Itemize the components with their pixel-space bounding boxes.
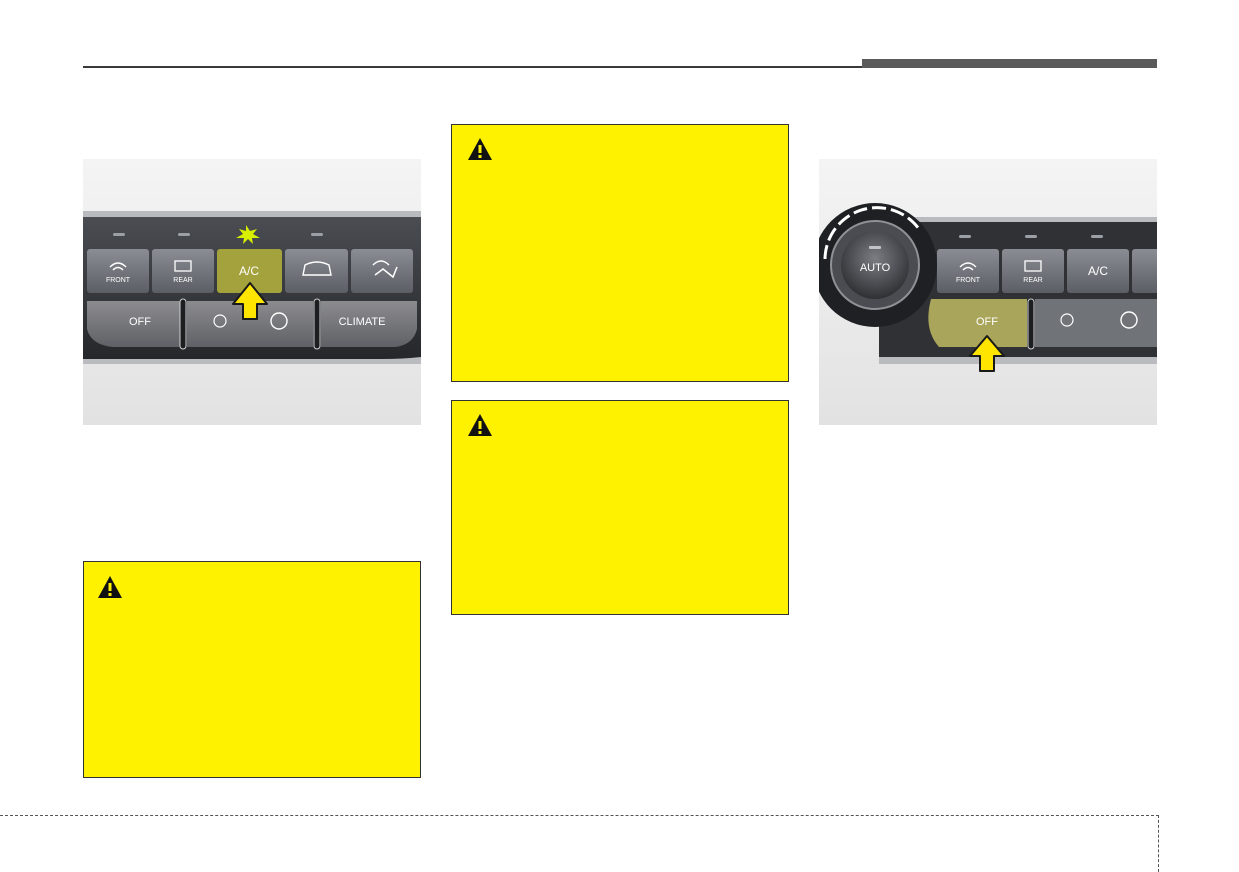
rear-label: REAR — [1023, 277, 1042, 284]
rear-defrost-icon — [1024, 260, 1042, 272]
indicator-light — [311, 233, 323, 236]
warning-box — [451, 400, 789, 615]
auto-label: AUTO — [860, 262, 891, 274]
ac-button-illustration: FRONT REAR A/C OFF CLIMATE — [83, 159, 421, 425]
recirculation-button[interactable] — [285, 249, 348, 293]
indicator-light — [959, 235, 971, 238]
indicator-light — [1091, 235, 1103, 238]
recirculation-button[interactable] — [1132, 249, 1157, 293]
climate-panel-ac-image: FRONT REAR A/C OFF CLIMATE — [83, 159, 421, 425]
front-defrost-icon — [109, 262, 127, 271]
off-button[interactable] — [928, 299, 1027, 347]
fan-high-icon — [1120, 311, 1138, 329]
fan-low-icon — [213, 314, 227, 328]
indicator-light — [178, 233, 190, 236]
ac-button[interactable] — [217, 249, 282, 293]
climate-label: CLIMATE — [339, 316, 386, 328]
front-defrost-button[interactable] — [87, 249, 149, 293]
off-button[interactable] — [87, 301, 181, 347]
footer-page-divider — [1158, 815, 1159, 872]
off-label: OFF — [129, 316, 151, 328]
off-label: OFF — [976, 316, 998, 328]
indicator-light — [1025, 235, 1037, 238]
rear-defrost-icon — [174, 260, 192, 272]
pointer-arrow-icon — [969, 335, 1005, 372]
fan-speed-control[interactable] — [1035, 299, 1157, 347]
front-defrost-icon — [959, 262, 977, 271]
off-button-illustration: AUTO FRONT REAR A/C OFF — [819, 159, 1157, 425]
warning-triangle-icon — [98, 576, 122, 598]
auto-knob[interactable] — [841, 231, 909, 299]
air-quality-button[interactable] — [351, 249, 413, 293]
climate-panel-off-image: AUTO FRONT REAR A/C OFF — [819, 159, 1157, 425]
indicator-light — [113, 233, 125, 236]
pointer-arrow-icon — [232, 282, 268, 320]
front-label: FRONT — [106, 277, 131, 284]
fan-low-icon — [1060, 313, 1074, 327]
warning-box — [451, 124, 789, 382]
warning-triangle-icon — [468, 138, 492, 160]
ac-label: A/C — [239, 264, 259, 278]
ac-label: A/C — [1088, 264, 1108, 278]
temperature-scale — [823, 206, 921, 260]
climate-button[interactable] — [321, 301, 417, 347]
rear-label: REAR — [173, 277, 192, 284]
ac-button[interactable] — [1067, 249, 1129, 293]
front-label: FRONT — [956, 277, 981, 284]
header-section-bar — [862, 59, 1157, 68]
header-rule — [83, 66, 863, 68]
car-recirculation-icon — [302, 261, 332, 276]
ac-indicator-lit — [236, 225, 260, 244]
warning-triangle-icon — [468, 414, 492, 436]
footer-rule — [0, 815, 1159, 816]
warning-box — [83, 561, 421, 778]
front-defrost-button[interactable] — [937, 249, 999, 293]
air-quality-icon — [372, 260, 398, 279]
fan-high-icon — [270, 312, 288, 330]
